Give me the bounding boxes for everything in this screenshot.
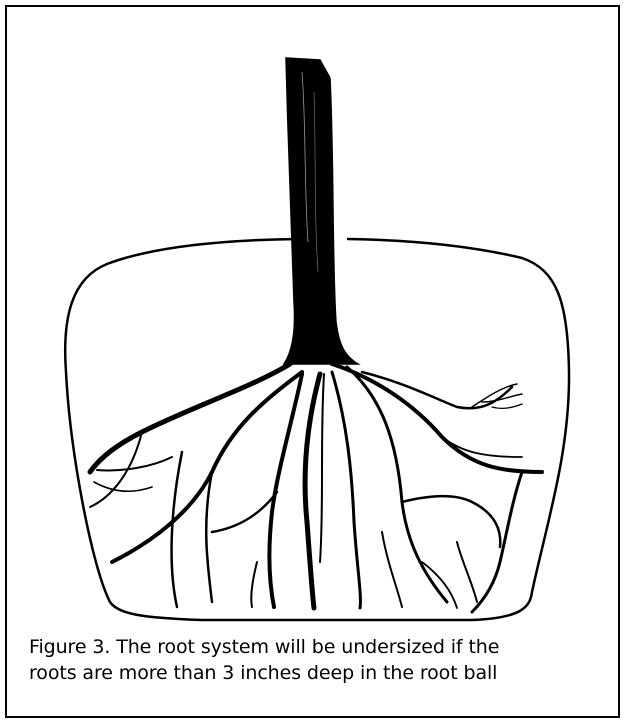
roots: [90, 364, 542, 612]
root-ball-illustration: [7, 7, 618, 627]
trunk: [284, 58, 358, 364]
caption-line-1: Figure 3. The root system will be unders…: [29, 634, 609, 660]
caption-line-2: roots are more than 3 inches deep in the…: [29, 660, 609, 686]
figure-frame: Figure 3. The root system will be unders…: [5, 5, 620, 718]
figure-caption: Figure 3. The root system will be unders…: [29, 634, 609, 686]
